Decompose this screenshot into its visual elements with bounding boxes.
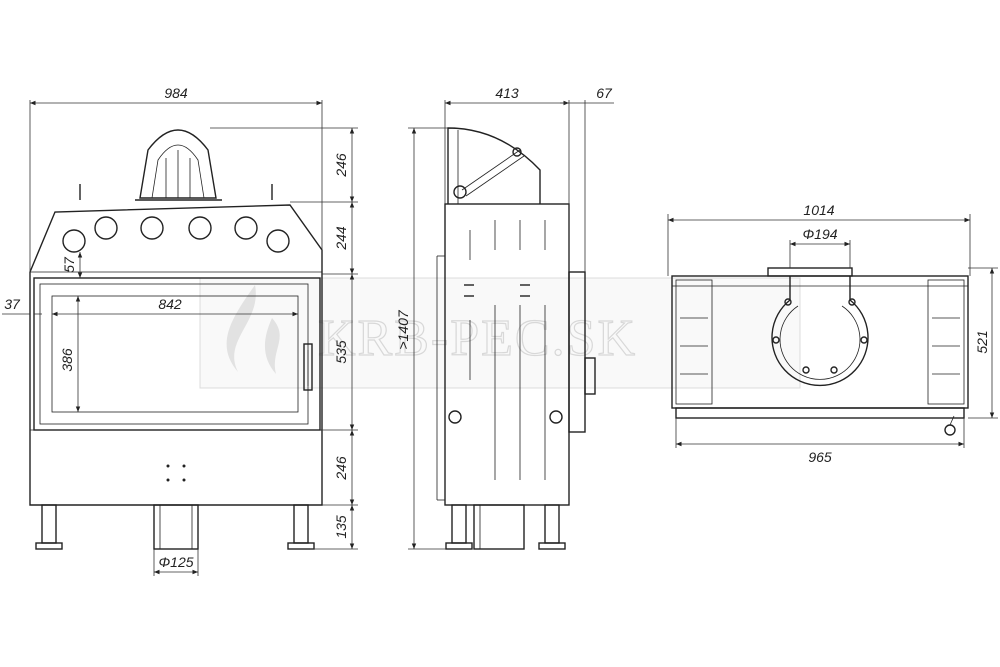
top-dimensions: 1014 Φ194 521 965	[667, 202, 998, 465]
watermark: KRB-PEC.SK	[199, 277, 801, 389]
top-view	[671, 267, 969, 436]
dim-total-height: >1407	[395, 309, 411, 350]
side-view	[436, 127, 596, 550]
dim-air-inlet: Φ125	[158, 554, 193, 570]
dim-collar-height: 244	[333, 226, 349, 251]
watermark-band	[199, 277, 801, 389]
dim-handle-depth: 67	[596, 85, 613, 101]
flame-logo-icon	[226, 285, 280, 374]
side-dimensions: 413 67 >1407	[395, 85, 614, 550]
dim-flue: Φ194	[802, 226, 837, 242]
watermark-text: KRB-PEC.SK	[318, 310, 637, 367]
dim-left-offset: 37	[4, 296, 21, 312]
dim-bottom-height: 246	[333, 456, 349, 481]
front-dimensions: 984 246 244 535 246 135 57 37 842 386	[2, 85, 358, 576]
dim-base-width: 965	[808, 449, 832, 465]
dim-top-width: 1014	[803, 202, 834, 218]
dim-leg-height: 135	[333, 515, 349, 539]
dim-side-depth: 413	[495, 85, 519, 101]
dim-front-width: 984	[164, 85, 188, 101]
front-view	[29, 129, 323, 550]
dim-glass-width: 842	[158, 296, 182, 312]
dim-top-depth: 521	[974, 330, 990, 353]
dim-door-height: 535	[333, 340, 349, 364]
dim-frame-top: 57	[61, 256, 77, 273]
dim-top-height: 246	[333, 153, 349, 178]
dim-glass-height: 386	[59, 348, 75, 372]
